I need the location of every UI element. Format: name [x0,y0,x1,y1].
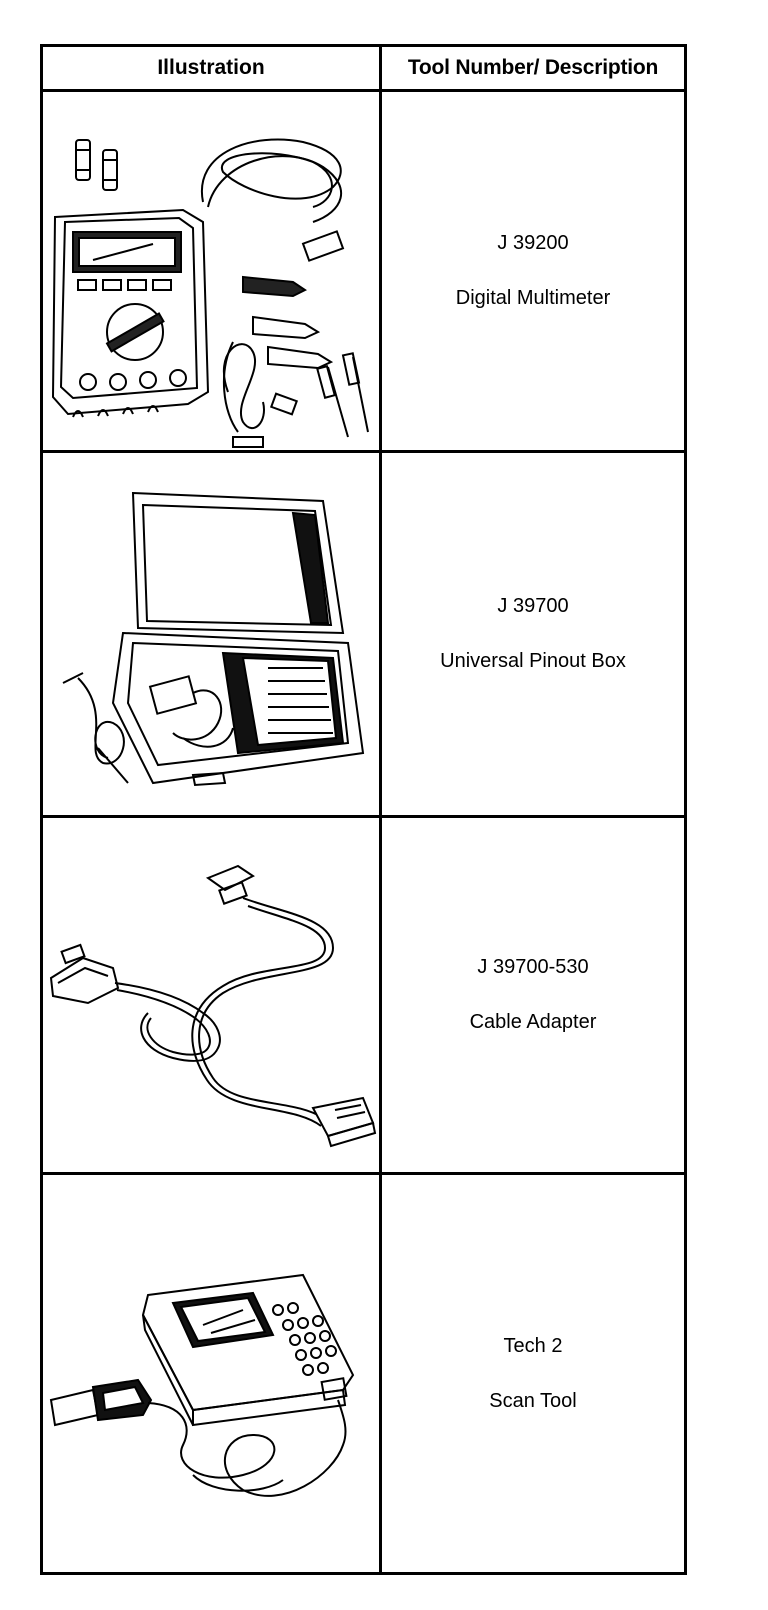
header-illustration: Illustration [157,56,265,79]
tool-description-cell: J 39700 Universal Pinout Box [382,453,684,815]
tool-description-cell: J 39200 Digital Multimeter [382,92,684,450]
tool-number: J 39700-530 [477,956,589,978]
tool-number: J 39700 [497,595,569,617]
tool-description: Cable Adapter [469,1011,597,1033]
row-divider [43,815,684,818]
row-divider [43,1172,684,1175]
tool-description: Scan Tool [489,1389,577,1412]
tool-description-cell: Tech 2 Scan Tool [382,1175,684,1572]
row-divider [43,450,684,453]
tool-description-cell: J 39700-530 Cable Adapter [382,818,684,1172]
tool-description: Digital Multimeter [455,287,611,309]
table-row: Tech 2 Scan Tool [43,1175,684,1572]
header-tool-number: Tool Number/ Description [407,56,659,79]
column-divider [379,47,382,1572]
header-divider [43,89,684,92]
table-row: J 39200 Digital Multimeter [43,92,684,450]
table-row: J 39700-530 Cable Adapter [43,818,684,1172]
cable-adapter-illustration [43,818,379,1172]
tool-number: J 39200 [497,232,569,254]
tool-number: Tech 2 [503,1334,563,1357]
tools-table: Illustration Tool Number/ Description [40,44,687,1575]
tool-description: Universal Pinout Box [440,650,626,672]
table-row: J 39700 Universal Pinout Box [43,453,684,815]
digital-multimeter-illustration [43,92,379,450]
pinout-box-illustration [43,453,379,815]
scan-tool-illustration [43,1175,379,1572]
